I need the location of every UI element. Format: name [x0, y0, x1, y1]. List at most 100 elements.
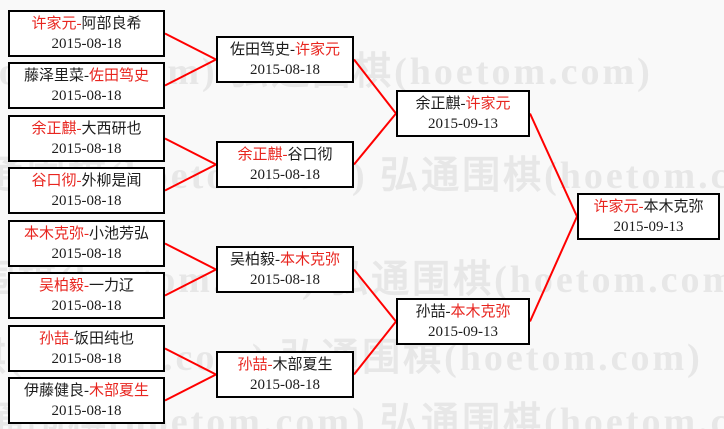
match-players: 许家元-本木克弥: [593, 197, 703, 217]
match-box[interactable]: 佐田笃史-许家元 2015-08-18: [216, 36, 354, 83]
connector-line: [353, 268, 397, 323]
match-date: 2015-09-13: [428, 115, 498, 132]
match-box[interactable]: 孙喆-木部夏生 2015-08-18: [216, 351, 354, 398]
match-box[interactable]: 谷口彻-外柳是闻 2015-08-18: [8, 167, 165, 214]
match-date: 2015-08-18: [51, 87, 122, 104]
player1-name: 本木克弥: [23, 225, 84, 242]
match-date: 2015-08-18: [250, 271, 320, 288]
player1-name: 藤泽里菜: [23, 67, 84, 84]
players-dash: -: [460, 95, 466, 112]
match-players: 吴柏毅-一力辽: [39, 276, 134, 296]
players-dash: -: [76, 120, 82, 137]
watermark-text: 弘通围棋(hoetom.com): [380, 401, 724, 429]
connector-line: [353, 112, 397, 166]
players-dash: -: [69, 330, 74, 347]
players-dash: -: [84, 277, 89, 294]
match-date: 2015-09-13: [613, 218, 684, 235]
match-box[interactable]: 余正麒-谷口彻 2015-08-18: [216, 141, 354, 188]
players-dash: -: [275, 251, 280, 268]
match-box[interactable]: 吴柏毅-一力辽 2015-08-18: [8, 272, 165, 319]
player2-name: 本木克弥: [643, 198, 704, 215]
match-date: 2015-08-18: [51, 402, 122, 419]
player1-name: 孙喆: [237, 356, 268, 373]
match-box[interactable]: 藤泽里菜-佐田笃史 2015-08-18: [8, 62, 165, 109]
match-players: 许家元-阿部良希: [31, 14, 141, 34]
players-dash: -: [267, 356, 273, 373]
player2-name: 许家元: [295, 41, 341, 58]
match-players: 伊藤健良-木部夏生: [24, 381, 149, 401]
player2-name: 大西研也: [81, 120, 142, 137]
match-date: 2015-08-18: [51, 35, 122, 52]
match-date: 2015-08-18: [250, 166, 320, 183]
player1-name: 许家元: [31, 15, 77, 32]
connector-line: [164, 242, 217, 271]
match-players: 谷口彻-外柳是闻: [31, 171, 141, 191]
players-dash: -: [84, 382, 89, 399]
player1-name: 吴柏毅: [229, 251, 275, 268]
match-box[interactable]: 许家元-阿部良希 2015-08-18: [8, 10, 165, 57]
connector-line: [529, 216, 578, 322]
player1-name: 伊藤健良: [23, 382, 84, 399]
match-box[interactable]: 本木克弥-小池芳弘 2015-08-18: [8, 220, 165, 267]
connector-line: [529, 113, 578, 217]
match-box[interactable]: 吴柏毅-本木克弥 2015-08-18: [216, 246, 354, 293]
match-date: 2015-08-18: [51, 192, 122, 209]
player2-name: 本木克弥: [280, 251, 341, 268]
player2-name: 小池芳弘: [89, 225, 150, 242]
connector-line: [164, 163, 217, 192]
players-dash: -: [84, 67, 89, 84]
player1-name: 许家元: [593, 198, 639, 215]
player2-name: 谷口彻: [287, 146, 333, 163]
player2-name: 本木克弥: [450, 303, 511, 320]
player2-name: 一力辽: [89, 277, 135, 294]
connector-line: [353, 320, 397, 376]
player1-name: 余正麒: [415, 95, 461, 112]
players-dash: -: [84, 225, 89, 242]
player2-name: 许家元: [465, 95, 511, 112]
match-box[interactable]: 余正麒-大西研也 2015-08-18: [8, 115, 165, 162]
players-dash: -: [445, 303, 451, 320]
match-date: 2015-08-18: [51, 297, 122, 314]
player2-name: 外柳是闻: [81, 172, 142, 189]
players-dash: -: [290, 41, 295, 58]
match-date: 2015-09-13: [428, 323, 498, 340]
player2-name: 木部夏生: [89, 382, 150, 399]
player2-name: 木部夏生: [272, 356, 333, 373]
player2-name: 佐田笃史: [89, 67, 150, 84]
match-box[interactable]: 余正麒-许家元 2015-09-13: [396, 90, 530, 137]
match-box[interactable]: 伊藤健良-木部夏生 2015-08-18: [8, 377, 165, 424]
player2-name: 阿部良希: [81, 15, 142, 32]
match-players: 本木克弥-小池芳弘: [24, 224, 149, 244]
player2-name: 饭田纯也: [74, 330, 135, 347]
player1-name: 谷口彻: [31, 172, 77, 189]
connector-line: [164, 137, 217, 166]
match-players: 吴柏毅-本木克弥: [230, 250, 340, 270]
players-dash: -: [76, 15, 82, 32]
match-box[interactable]: 孙喆-饭田纯也 2015-08-18: [8, 325, 165, 372]
connector-line: [164, 32, 217, 61]
match-date: 2015-08-18: [51, 140, 122, 157]
players-dash: -: [282, 146, 288, 163]
connector-line: [164, 373, 217, 402]
connector-line: [353, 58, 397, 115]
match-date: 2015-08-18: [250, 376, 320, 393]
player1-name: 吴柏毅: [38, 277, 84, 294]
match-players: 佐田笃史-许家元: [230, 40, 340, 60]
players-dash: -: [76, 172, 82, 189]
match-box[interactable]: 孙喆-本木克弥 2015-09-13: [396, 298, 530, 345]
watermark-text: 弘通围棋(hoetom.com): [330, 259, 724, 301]
player1-name: 孙喆: [415, 303, 446, 320]
match-players: 余正麒-谷口彻: [237, 145, 332, 165]
player1-name: 余正麒: [31, 120, 77, 137]
player1-name: 余正麒: [237, 146, 283, 163]
connector-line: [164, 58, 217, 87]
match-date: 2015-08-18: [51, 350, 122, 367]
match-players: 余正麒-许家元: [415, 94, 510, 114]
match-players: 余正麒-大西研也: [31, 119, 141, 139]
match-box[interactable]: 许家元-本木克弥 2015-09-13: [577, 193, 720, 240]
match-players: 孙喆-本木克弥: [415, 302, 510, 322]
player1-name: 佐田笃史: [229, 41, 290, 58]
match-date: 2015-08-18: [250, 61, 320, 78]
